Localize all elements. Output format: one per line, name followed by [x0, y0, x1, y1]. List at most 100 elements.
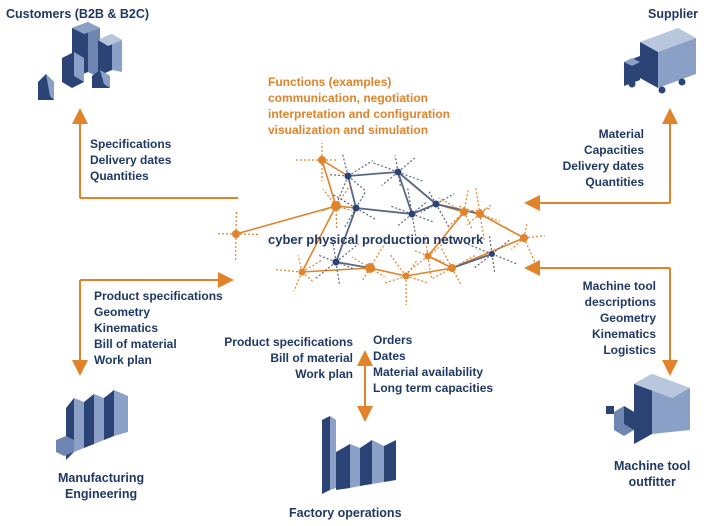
outfitter-title-line: Machine tool — [614, 459, 691, 473]
network-link — [397, 171, 402, 188]
network-link — [479, 213, 525, 239]
customers-item: Quantities — [90, 169, 149, 183]
functions-item: communication, negotiation — [268, 91, 429, 105]
network-node — [460, 208, 468, 216]
network-node — [448, 264, 456, 272]
network-link — [511, 237, 525, 250]
network-link — [411, 201, 428, 215]
network-link — [446, 211, 465, 229]
factory-item: Product specifications — [224, 335, 353, 349]
outfitter-item: Machine tool — [582, 279, 656, 293]
network-link — [361, 267, 371, 282]
network-link — [331, 238, 337, 263]
network-node — [424, 252, 432, 260]
network-link — [351, 256, 371, 269]
network-link — [347, 171, 399, 177]
network-link — [336, 175, 349, 203]
outfitter-item: Kinematics — [591, 327, 656, 341]
manufacturing-item: Geometry — [94, 305, 151, 319]
supplier-items: Material Capacities Delivery dates Quant… — [563, 126, 644, 190]
factory-item: Orders — [373, 333, 413, 347]
supplier-item: Quantities — [585, 175, 644, 189]
network-link — [321, 159, 349, 177]
network-link — [347, 160, 373, 177]
network-link — [427, 255, 445, 263]
network-link — [397, 171, 424, 182]
network-node — [352, 204, 360, 212]
network-link — [320, 205, 337, 212]
network-link — [464, 242, 493, 255]
network-link — [412, 249, 429, 257]
network-link — [406, 186, 413, 215]
supplier-item: Capacities — [583, 143, 644, 157]
network-link — [411, 213, 435, 223]
network-node — [344, 172, 352, 180]
customers-item: Specifications — [90, 137, 172, 151]
network-link — [335, 243, 359, 263]
network-link — [463, 207, 492, 213]
network-link — [235, 205, 337, 235]
network-node — [489, 251, 495, 257]
manufacturing-item: Product specifications — [94, 289, 223, 303]
network-node — [318, 156, 326, 164]
network-link — [313, 261, 337, 281]
outfitter-title: Machine tool outfitter — [614, 458, 690, 490]
manufacturing-item: Bill of material — [94, 337, 177, 351]
network-link — [463, 211, 473, 230]
network-link — [466, 213, 481, 226]
network-link — [424, 235, 429, 257]
production-network-graph — [216, 143, 545, 306]
network-link — [301, 205, 337, 273]
outfitter-machine-icon — [606, 374, 690, 444]
network-link — [397, 171, 413, 215]
network-link — [318, 254, 337, 263]
network-link — [438, 197, 465, 213]
functions-heading: Functions (examples) — [268, 75, 392, 89]
customers-title: Customers (B2B & B2C) — [6, 7, 150, 21]
network-link — [427, 239, 449, 257]
network-link — [335, 207, 357, 263]
network-link — [479, 213, 500, 223]
factory-item: Material availability — [373, 365, 484, 379]
network-link — [329, 174, 349, 177]
network-link — [420, 203, 437, 213]
network-link — [405, 260, 418, 277]
network-node — [402, 272, 410, 280]
network-link — [355, 207, 378, 221]
network-link — [341, 152, 349, 177]
network-link — [479, 203, 493, 215]
network-link — [335, 205, 353, 212]
manufacturing-title-line: Manufacturing — [58, 471, 145, 485]
network-node — [298, 268, 306, 276]
network-link — [435, 193, 455, 205]
outfitter-item: Geometry — [599, 311, 656, 325]
manufacturing-factory-icon — [56, 390, 128, 460]
network-link — [321, 159, 337, 207]
functions-box: Functions (examples) communication, nego… — [268, 74, 450, 138]
network-link — [276, 269, 303, 273]
customers-connector — [72, 108, 238, 199]
network-node — [408, 210, 416, 218]
network-link — [411, 213, 418, 243]
network-link — [335, 261, 371, 269]
network-node — [394, 168, 402, 176]
network-link — [355, 207, 413, 215]
customers-item: Delivery dates — [90, 153, 172, 167]
network-link — [331, 193, 357, 209]
outfitter-items: Machine tool descriptions Geometry Kinem… — [583, 278, 656, 358]
network-link — [523, 237, 536, 262]
manufacturing-items: Product specifications Geometry Kinemati… — [94, 288, 223, 368]
network-link — [479, 213, 485, 240]
supplier-connector — [524, 108, 678, 211]
network-link — [355, 191, 367, 209]
network-link — [405, 275, 430, 284]
supplier-truck-icon — [624, 28, 696, 94]
factory-item: Long term capacities — [373, 381, 494, 395]
network-node — [331, 201, 341, 211]
network-link — [427, 211, 465, 257]
manufacturing-title-line: Engineering — [64, 487, 138, 501]
network-link — [322, 188, 337, 207]
outfitter-connector — [524, 260, 678, 376]
network-link — [405, 267, 453, 277]
network-node — [432, 200, 440, 208]
